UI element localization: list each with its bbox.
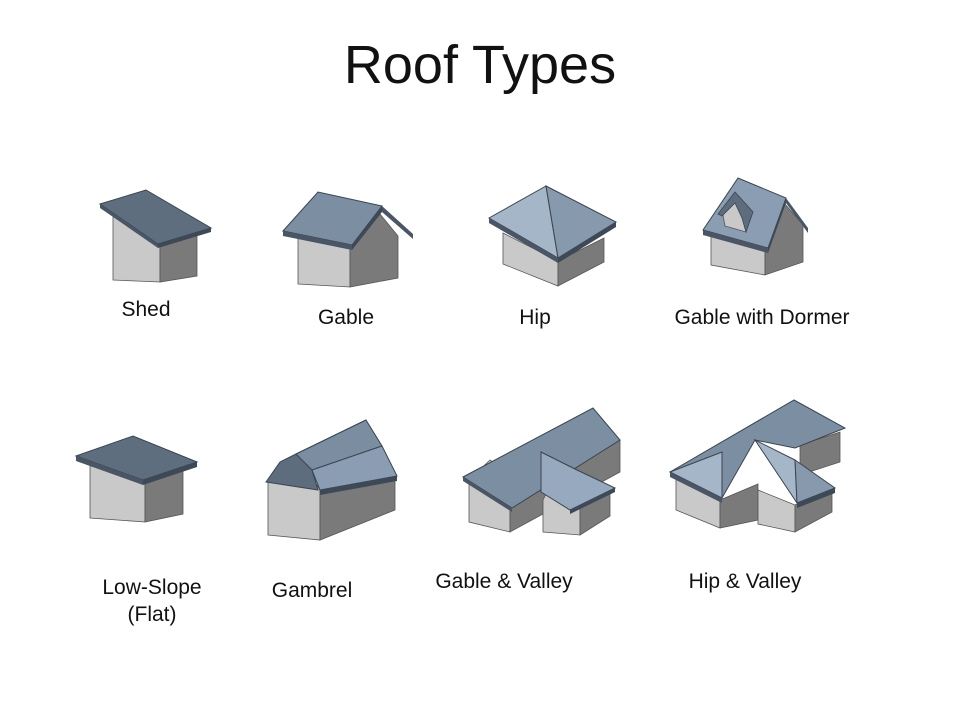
gable-with-dormer-roof-icon <box>702 177 808 276</box>
roof-label-gable: Gable <box>317 306 375 329</box>
roof-label-hip-and-valley: Hip & Valley <box>688 570 802 593</box>
roof-label-low-slope-line2: (Flat) <box>127 603 177 627</box>
shed-roof-icon <box>98 189 213 283</box>
roof-label-shed: Shed <box>121 298 171 321</box>
gambrel-roof-icon <box>265 419 398 541</box>
roof-label-gable-and-valley: Gable & Valley <box>435 570 573 593</box>
page-title: Roof Types <box>343 35 617 95</box>
roof-label-gambrel: Gambrel <box>271 579 353 602</box>
roof-label-hip: Hip <box>519 306 551 329</box>
gable-and-valley-roof-icon <box>462 407 621 536</box>
hip-and-valley-roof-icon <box>668 399 847 533</box>
gable-roof-icon <box>282 191 413 288</box>
roof-label-low-slope-line1: Low-Slope <box>102 576 202 599</box>
low-slope-flat-roof-icon <box>74 435 199 523</box>
hip-roof-icon <box>487 185 618 287</box>
roof-label-gable-with-dormer: Gable with Dormer <box>674 306 850 329</box>
roof-label-low-slope: Low-Slope (Flat) <box>102 574 201 629</box>
